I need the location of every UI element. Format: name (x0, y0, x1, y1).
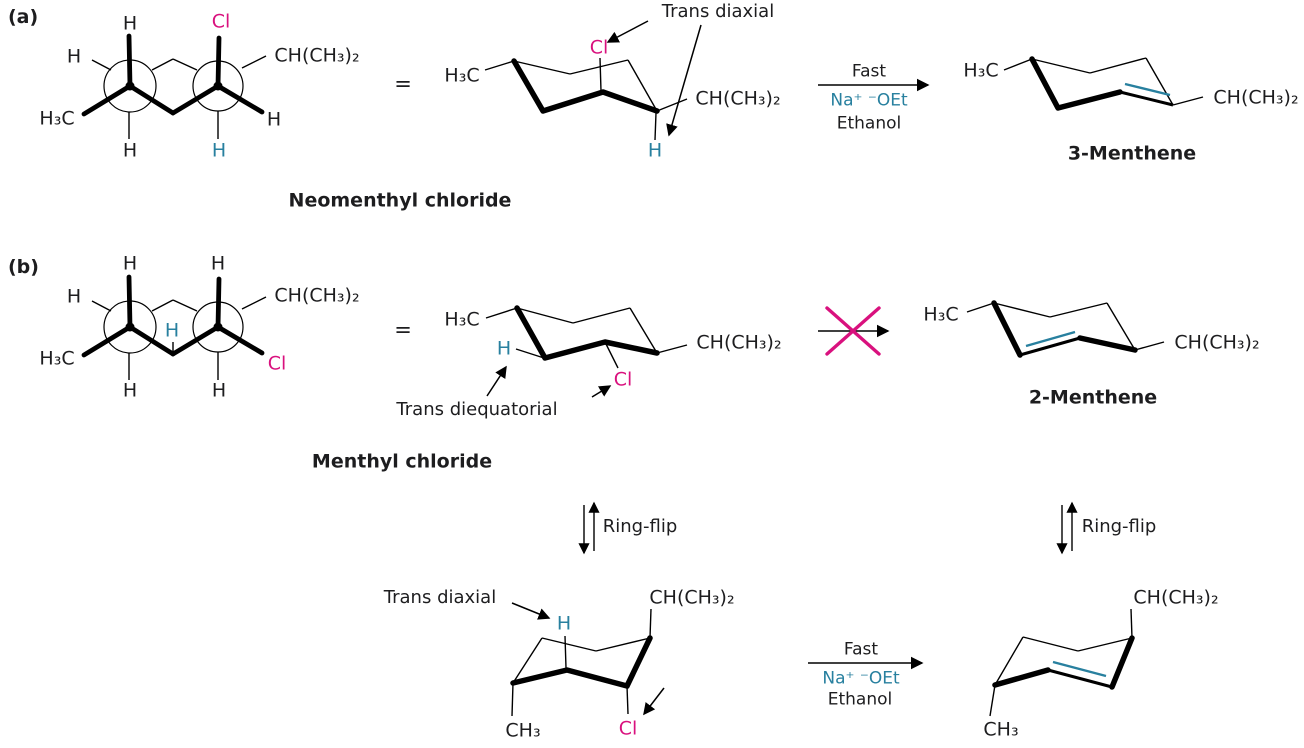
flipped-chair-hydrogen-label: H (556, 612, 572, 635)
product-name-3-menthene: 3-Menthene (1067, 142, 1197, 165)
product-b-isopropyl-label: CH(CH₃)₂ (1133, 586, 1219, 609)
equals-sign-b: = (394, 317, 412, 342)
newman-a-methyl-label: H₃C (39, 107, 75, 130)
newman-b-isopropyl-label: CH(CH₃)₂ (274, 284, 360, 307)
newman-a-isopropyl-label: CH(CH₃)₂ (274, 44, 360, 67)
newman-a-chlorine-label: Cl (211, 10, 231, 33)
compound-name-menthyl-chloride: Menthyl chloride (311, 450, 493, 473)
menthene2-isopropyl-label: CH(CH₃)₂ (1174, 331, 1260, 354)
newman-a-h-bottom-right: H (211, 139, 227, 162)
newman-projection-a (81, 33, 267, 139)
flipped-chair-isopropyl-label: CH(CH₃)₂ (649, 586, 735, 609)
flipped-chair-methyl-label: CH₃ (505, 719, 541, 742)
reaction-b-solvent-label: Ethanol (827, 689, 893, 710)
trans-diaxial-annotation-b: Trans diaxial (383, 587, 497, 608)
trans-diequatorial-annotation: Trans diequatorial (396, 399, 558, 420)
blocked-arrow (818, 306, 890, 356)
chair-b-isopropyl-label: CH(CH₃)₂ (696, 331, 782, 354)
panel-b-label: (b) (8, 256, 39, 278)
chair-menthyl (485, 305, 688, 398)
structure-2-menthene (966, 300, 1165, 358)
newman-b-h-middle: H (164, 319, 180, 342)
chair-neomenthyl (484, 20, 702, 141)
reaction-a-rate-label: Fast (851, 61, 887, 82)
newman-a-h-right: H (266, 108, 282, 131)
product-name-2-menthene: 2-Menthene (1028, 386, 1158, 409)
chair-b-chlorine-label: Cl (613, 368, 633, 391)
chair-a-methyl-label: H₃C (444, 64, 480, 87)
ring-flip-label-right: Ring-flip (1081, 516, 1157, 537)
chair-a-chlorine-label: Cl (589, 36, 609, 59)
newman-b-h-top-left: H (122, 252, 138, 275)
chair-menthyl-flipped (510, 602, 665, 717)
newman-b-methyl-label: H₃C (39, 347, 75, 370)
reaction-b-rate-label: Fast (843, 639, 879, 660)
ring-flip-arrows-right (1056, 501, 1078, 555)
menthene3-methyl-label: H₃C (963, 59, 999, 82)
product-b-methyl-label: CH₃ (983, 718, 1019, 741)
newman-a-h-bottom-left: H (122, 139, 138, 162)
panel-a-label: (a) (8, 6, 39, 28)
newman-a-h-left: H (66, 45, 82, 68)
structure-3-menthene (1003, 56, 1204, 111)
menthene2-methyl-label: H₃C (923, 303, 959, 326)
cross-out-icon (825, 306, 881, 356)
newman-b-h-bottom-right: H (211, 379, 227, 402)
newman-b-h-top-right: H (210, 252, 226, 275)
newman-projection-b (81, 274, 267, 380)
newman-a-h-top: H (122, 12, 138, 35)
reaction-a-solvent-label: Ethanol (836, 113, 902, 134)
menthene3-isopropyl-label: CH(CH₃)₂ (1213, 86, 1299, 109)
flipped-chair-chlorine-label: Cl (618, 717, 638, 740)
newman-b-chlorine-label: Cl (267, 352, 287, 375)
chair-a-hydrogen-label: H (647, 139, 663, 162)
equals-sign-a: = (394, 71, 412, 96)
newman-b-h-bottom-left: H (122, 379, 138, 402)
reaction-a-reagent-label: Na⁺ ⁻OEt (830, 90, 908, 111)
ring-flip-arrows-left (578, 501, 600, 555)
structure-2-menthene-product (989, 608, 1135, 717)
compound-name-neomenthyl-chloride: Neomenthyl chloride (288, 189, 512, 212)
chair-b-methyl-label: H₃C (444, 308, 480, 331)
reaction-b-reagent-label: Na⁺ ⁻OEt (822, 668, 900, 689)
chair-a-isopropyl-label: CH(CH₃)₂ (695, 87, 781, 110)
newman-b-h-left: H (66, 285, 82, 308)
trans-diaxial-annotation-a: Trans diaxial (661, 1, 775, 22)
ring-flip-label-left: Ring-flip (602, 516, 678, 537)
chair-b-hydrogen-label: H (496, 337, 512, 360)
